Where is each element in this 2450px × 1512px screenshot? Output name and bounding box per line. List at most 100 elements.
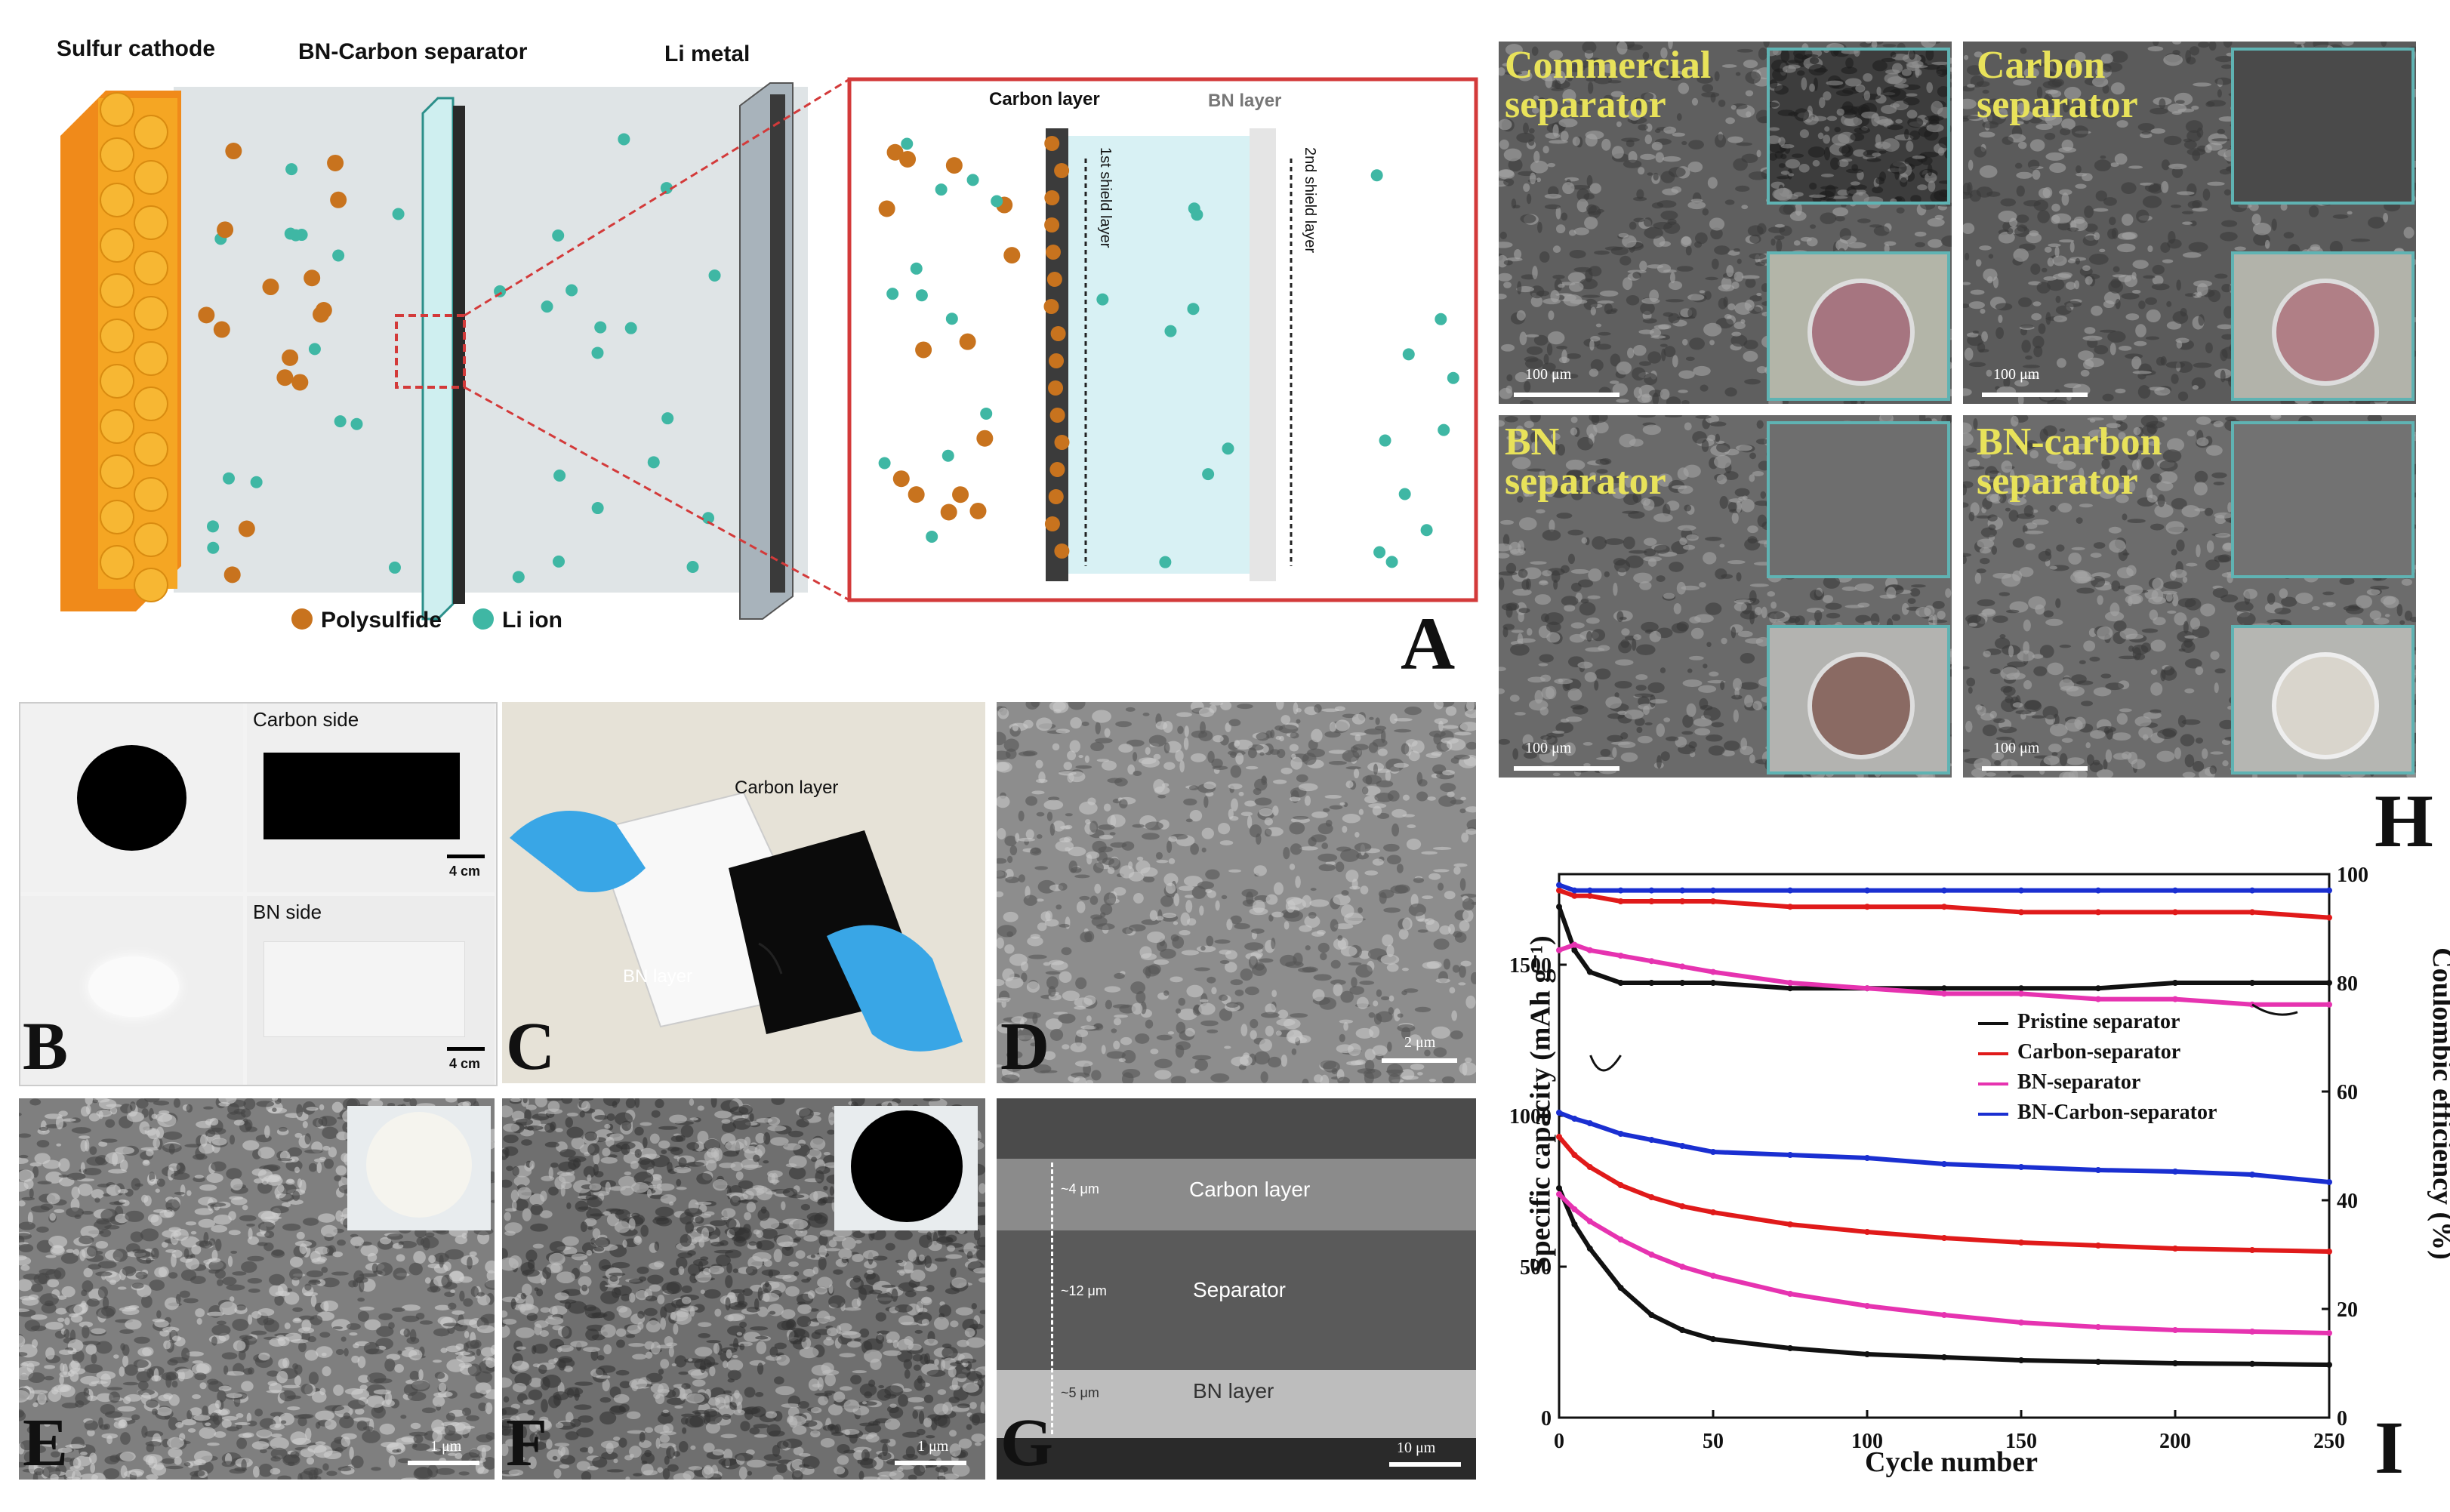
capacity-point <box>1648 1252 1655 1258</box>
polysulfide-particle <box>1045 245 1061 260</box>
li-ion-particle <box>901 137 914 150</box>
capacity-point <box>1710 1209 1716 1215</box>
h-commercial-scale: 100 μm <box>1525 366 1572 383</box>
g-sep-thickness: ~12 μm <box>1061 1283 1107 1298</box>
ce-point <box>2018 887 2024 894</box>
scale-g: 10 μm <box>1397 1440 1436 1456</box>
polysulfide-particle <box>291 374 309 391</box>
panel-letter-f: F <box>506 1406 547 1480</box>
h-tile-carbon-title: Carbon separator <box>1977 46 2138 125</box>
ce-point <box>1648 887 1655 894</box>
li-ion-particle <box>553 555 566 568</box>
li-ion-particle <box>1402 348 1415 361</box>
capacity-point <box>1586 1120 1593 1126</box>
li-ion-particle <box>915 289 928 302</box>
polysulfide-particle <box>899 150 917 168</box>
polysulfide-particle <box>1049 462 1065 477</box>
arrow-left <box>1589 1055 1622 1072</box>
li-ion-particle <box>512 571 525 584</box>
capacity-point <box>1556 1191 1562 1197</box>
ce-point <box>1571 941 1578 948</box>
legend-li-ion: Li ion <box>502 608 562 633</box>
ce-point <box>1648 958 1655 965</box>
capacity-point <box>1679 1264 1686 1270</box>
capacity-point <box>1648 1312 1655 1318</box>
capacity-point <box>1571 1152 1578 1158</box>
ce-point <box>1679 963 1686 970</box>
cell-background <box>174 87 808 593</box>
capacity-point <box>2095 1324 2101 1330</box>
polysulfide-particle <box>1046 272 1062 287</box>
capacity-point <box>2095 1359 2101 1365</box>
capacity-point <box>1941 1312 1947 1318</box>
ce-point <box>1679 887 1686 894</box>
capacity-point <box>2326 1179 2332 1185</box>
polysulfide-particle <box>1044 217 1060 232</box>
capacity-point <box>1617 1236 1624 1243</box>
h-carbon-inset <box>2231 48 2415 205</box>
legend-polysulfide: Polysulfide <box>321 608 442 633</box>
ce-point <box>1556 904 1562 910</box>
ce-point <box>1586 887 1593 894</box>
ce-point <box>1787 985 1793 992</box>
ce-line-0 <box>1557 906 2329 991</box>
x-tick-label: 100 <box>1851 1430 1883 1453</box>
polysulfide-particle <box>1044 516 1060 531</box>
ce-point <box>1571 887 1578 894</box>
capacity-point <box>2249 1247 2255 1253</box>
li-ion-particle <box>1435 313 1447 325</box>
capacity-point <box>1787 1345 1793 1351</box>
polysulfide-particle <box>886 143 904 161</box>
h-tile-bn-title: BN separator <box>1505 423 1666 501</box>
g-bn-layer-label: BN layer <box>1193 1379 1274 1403</box>
polysulfide-particle <box>878 200 895 217</box>
carbon-coating <box>453 106 465 604</box>
capacity-line-0 <box>1557 1187 2330 1367</box>
panel-letter-g: G <box>1000 1406 1054 1480</box>
li-ion-particle <box>308 343 321 356</box>
ce-point <box>1571 947 1578 953</box>
li-ion-particle <box>392 208 405 220</box>
zoom-ions <box>878 136 1459 568</box>
y-tick-label: 500 <box>1520 1256 1552 1280</box>
polysulfide-particle <box>976 430 994 447</box>
cathode-particles <box>100 92 168 602</box>
capacity-point <box>1710 1149 1716 1155</box>
capacity-point <box>1864 1155 1870 1161</box>
ce-point <box>1710 887 1716 894</box>
h-commercial-photo <box>1767 251 1950 401</box>
capacity-point <box>1586 1164 1593 1170</box>
capacity-point <box>2249 1360 2255 1367</box>
li-ion-particle <box>935 183 948 196</box>
scale-f: 1 μm <box>917 1438 949 1455</box>
h-bn-carbon-photo <box>2231 625 2415 774</box>
ce-point <box>1586 968 1593 975</box>
ce-point <box>2249 909 2255 916</box>
polysulfide-particle <box>969 502 987 519</box>
li-ion-particle <box>591 346 604 359</box>
ce-point <box>1556 882 1562 888</box>
y2-tick-label: 40 <box>2337 1190 2358 1213</box>
zoom-box <box>395 314 466 389</box>
ce-point <box>1941 985 1947 992</box>
polysulfide-particle <box>1044 136 1060 151</box>
li-ion-particle <box>250 476 263 488</box>
h-bn-carbon-scale: 100 μm <box>1993 740 2040 756</box>
h-carbon-line1: Carbon <box>1977 44 2106 87</box>
ce-point <box>1864 887 1870 894</box>
capacity-point <box>1941 1235 1947 1241</box>
capacity-point <box>2172 1360 2178 1366</box>
li-ion-particle <box>910 262 923 275</box>
panel-letter-d: D <box>1000 1009 1049 1084</box>
li-ion-particle <box>941 449 954 462</box>
legend-li-ion-marker <box>473 608 494 630</box>
li-ion-particle <box>686 561 699 574</box>
g-separator-label: Separator <box>1193 1278 1286 1301</box>
li-ion-particle <box>1096 293 1109 306</box>
polysulfide-particle <box>892 470 910 488</box>
panel-letter-c: C <box>506 1009 555 1084</box>
ce-point <box>1941 990 1947 997</box>
zoom-carbon-label: Carbon layer <box>989 89 1100 109</box>
polysulfide-particle <box>1054 163 1070 178</box>
chart-ylabel: Specific capacity (mAh g⁻¹) <box>1524 935 1557 1273</box>
